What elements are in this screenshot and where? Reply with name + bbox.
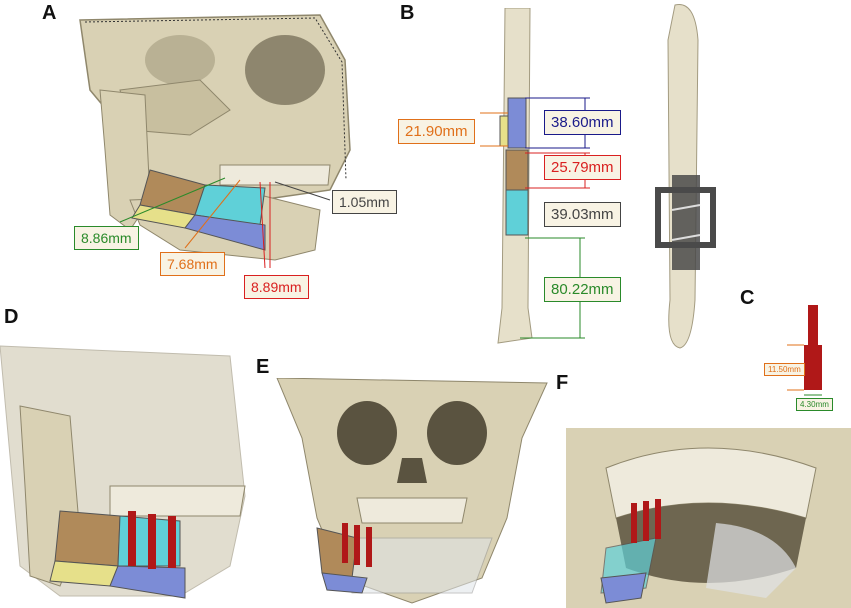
measurement-a-3: 7.68mm: [160, 252, 225, 276]
measurement-c-2: 4.30mm: [796, 398, 833, 411]
measurement-b-3: 25.79mm: [544, 155, 621, 180]
measurement-c-1: 11.50mm: [764, 363, 805, 376]
measurement-a-4: 8.89mm: [244, 275, 309, 299]
panel-e-skull-render: [276, 378, 548, 604]
panel-c-implant-render: [787, 305, 822, 396]
panel-label-a: A: [42, 2, 57, 24]
measurement-b-5: 80.22mm: [544, 277, 621, 302]
panel-b-cutting-guide-render: [655, 3, 716, 349]
panel-d-skull-render: [0, 345, 246, 599]
panel-label-c: C: [740, 287, 755, 309]
measurement-a-2: 8.86mm: [74, 226, 139, 250]
panel-label-d: D: [4, 306, 19, 328]
measurement-b-4: 39.03mm: [544, 202, 621, 227]
measurement-b-2: 38.60mm: [544, 110, 621, 135]
measurement-b-1: 21.90mm: [398, 119, 475, 144]
panel-label-e: E: [256, 356, 270, 378]
panel-label-b: B: [400, 2, 415, 24]
measurement-a-1: 1.05mm: [332, 190, 397, 214]
panel-f-skull-render: [566, 428, 851, 608]
panel-a-skull-render: [79, 14, 351, 269]
panel-label-f: F: [556, 372, 569, 394]
